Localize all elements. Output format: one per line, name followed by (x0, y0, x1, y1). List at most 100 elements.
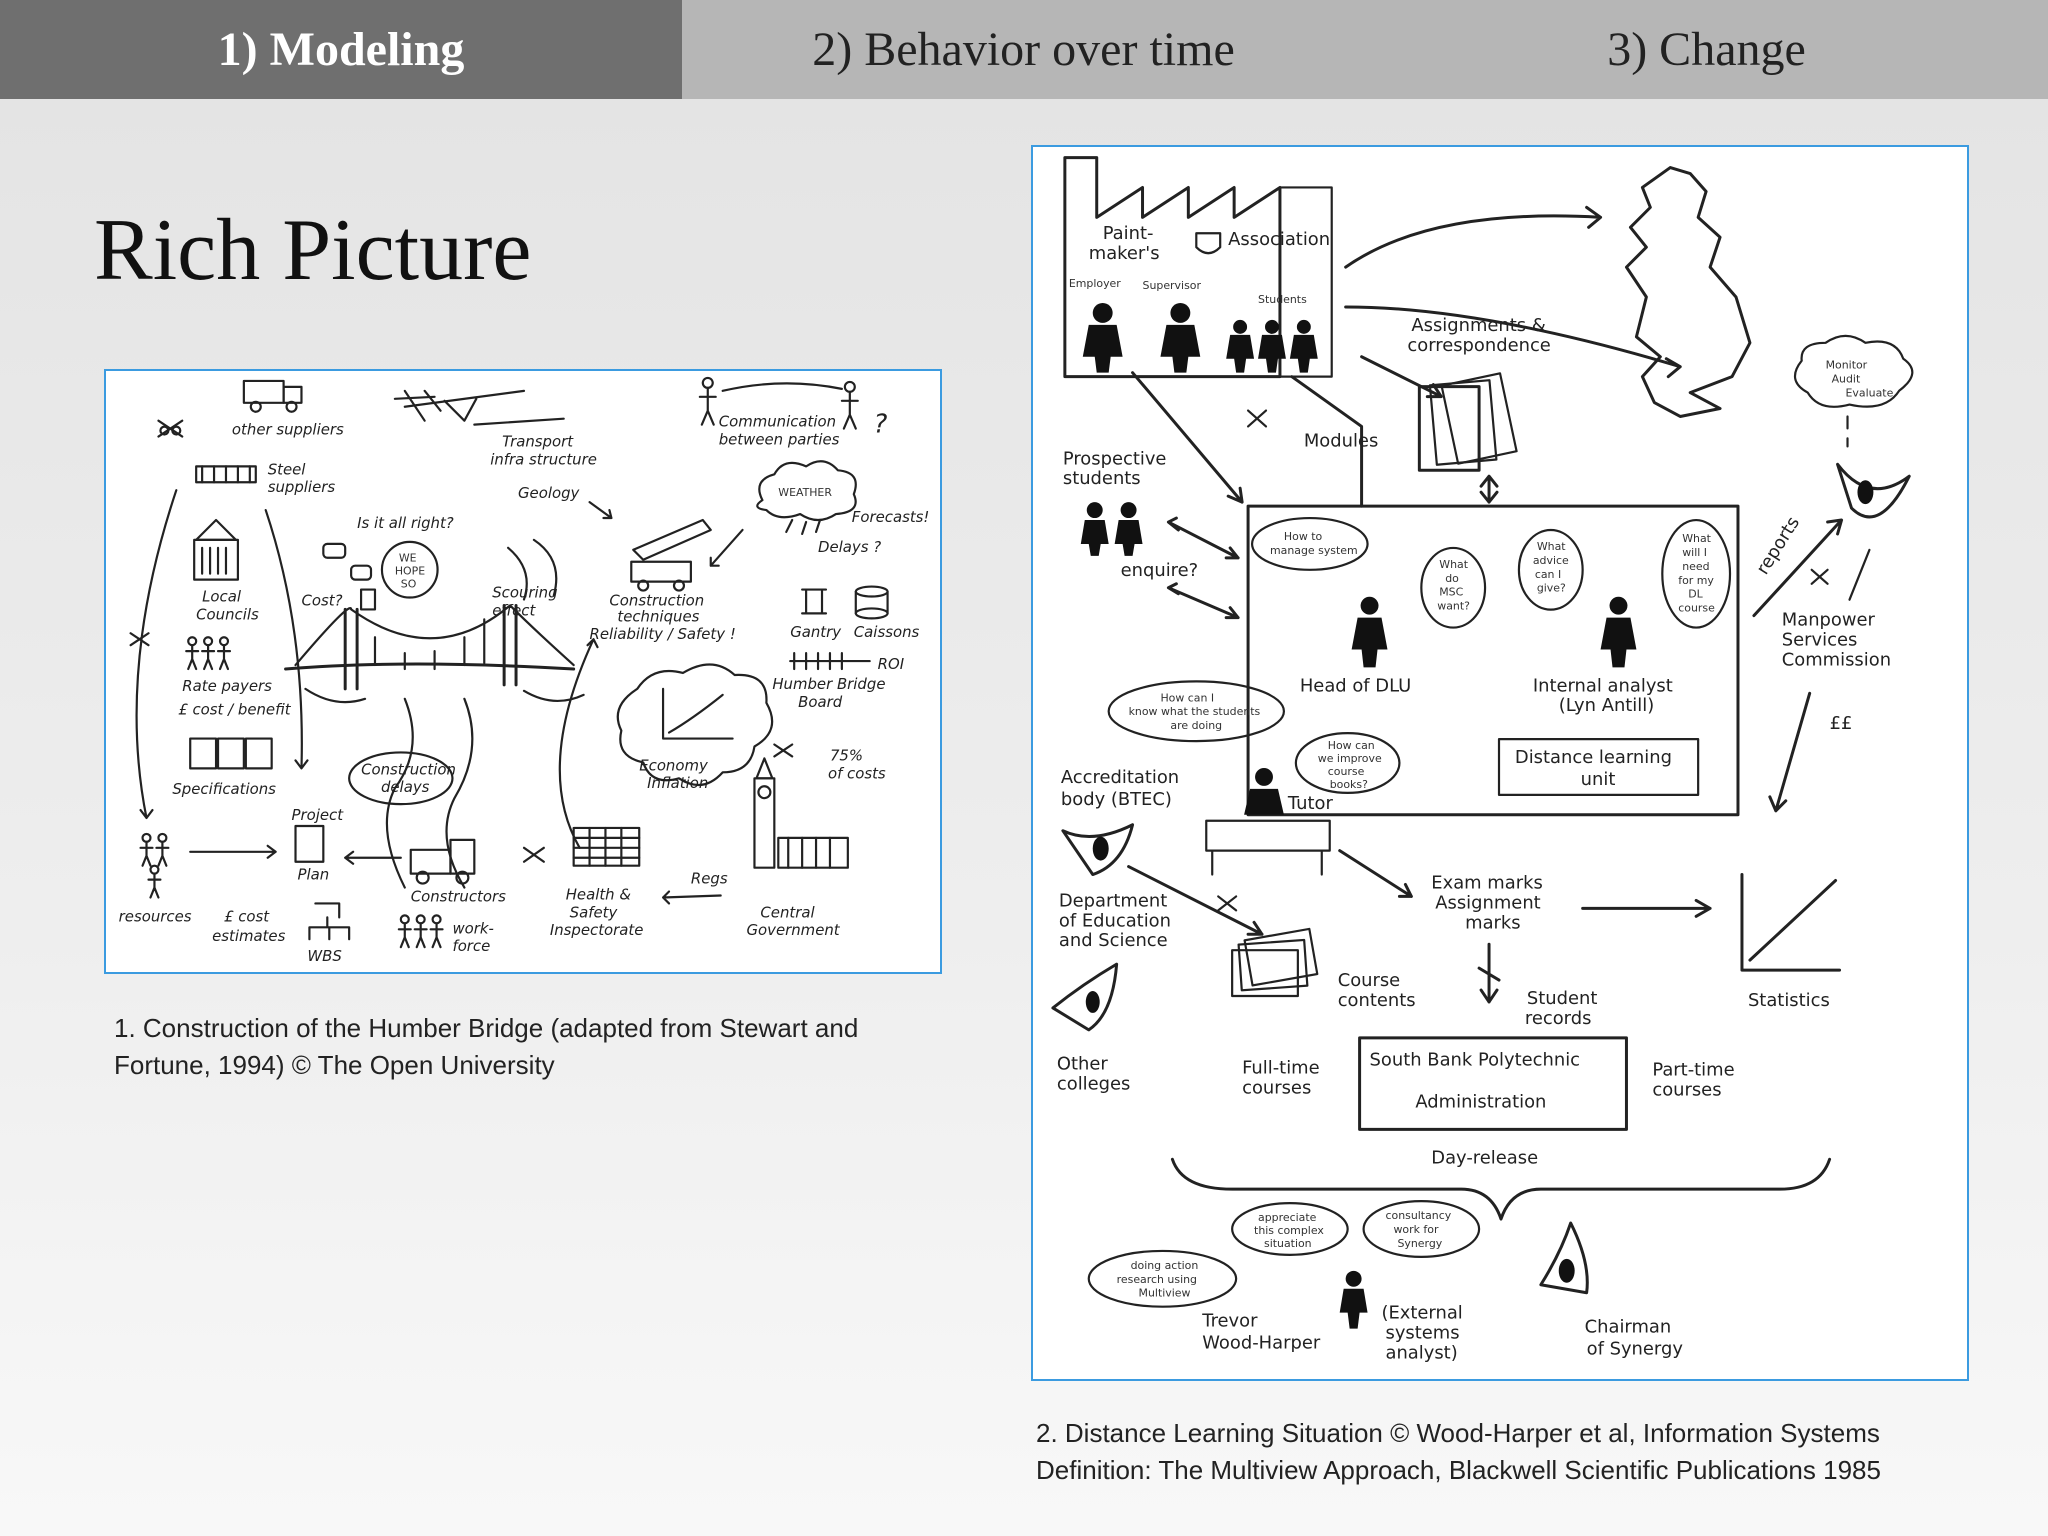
label-tutor: Tutor (1287, 793, 1334, 814)
label-other-suppliers: other suppliers (232, 421, 344, 439)
humber-bridge-drawing (284, 603, 585, 889)
svg-text:consultancy: consultancy (1385, 1209, 1451, 1222)
tutor-figure (1205, 767, 1331, 876)
resources-figures (139, 832, 170, 899)
caissons-icon (854, 585, 889, 620)
svg-text:this complex: this complex (1254, 1224, 1324, 1237)
arrow-line (1848, 548, 1871, 601)
label-students: students (1063, 468, 1141, 489)
label-analyst: analyst) (1385, 1342, 1457, 1363)
svg-text:MSC: MSC (1439, 586, 1463, 599)
label-cost-estimates-1: £ cost (224, 907, 270, 925)
arrow (709, 528, 744, 567)
label-statistics: Statistics (1748, 990, 1830, 1011)
label-of-costs: of costs (828, 764, 886, 782)
label-contents: contents (1338, 990, 1416, 1011)
course-contents-books-icon (1231, 927, 1319, 998)
south-bank-box (1358, 1036, 1628, 1131)
river-scouring-lines (507, 538, 558, 601)
tab-behavior-over-time[interactable]: 2) Behavior over time (682, 0, 1365, 99)
figure1-caption: 1. Construction of the Humber Bridge (ad… (114, 1013, 859, 1080)
label-internal-analyst: Internal analyst (1533, 675, 1673, 696)
label-forecasts: Forecasts! (852, 508, 930, 526)
scissors-icon-3 (1217, 895, 1238, 912)
svg-text:Synergy: Synergy (1397, 1237, 1442, 1250)
communicating-people-icon (698, 376, 859, 430)
label-unit: unit (1581, 769, 1616, 790)
label-resources: resources (119, 907, 192, 925)
label-part-time-courses: courses (1652, 1080, 1721, 1101)
svg-text:research using: research using (1117, 1273, 1197, 1286)
svg-text:for my: for my (1678, 574, 1714, 587)
label-of-synergy: of Synergy (1587, 1338, 1684, 1359)
svg-text:need: need (1682, 560, 1709, 573)
tab-modeling[interactable]: 1) Modeling (0, 0, 682, 99)
label-full-time-courses: courses (1242, 1078, 1311, 1099)
truck-icon (242, 379, 303, 413)
svg-text:delays: delays (381, 778, 430, 796)
constructors-vehicles-icon (409, 838, 476, 885)
label-infrastructure: infra structure (490, 450, 597, 468)
label-employer: Employer (1069, 277, 1121, 290)
label-records: records (1525, 1008, 1592, 1029)
svg-text:Construction: Construction (361, 760, 456, 778)
hse-building-icon (572, 826, 641, 867)
arrow-statistics (1581, 898, 1712, 918)
factory-people-figures (1082, 302, 1318, 373)
label-distance-learning: Distance learning (1515, 747, 1672, 768)
arrow-des (1127, 865, 1264, 936)
svg-text:manage system: manage system (1270, 544, 1358, 557)
eye-icon-synergy (1539, 1221, 1589, 1295)
label-department: Department (1059, 890, 1167, 911)
scissors-icon (157, 419, 184, 438)
svg-text:advice: advice (1533, 554, 1569, 567)
svg-text:How can I: How can I (1160, 691, 1214, 704)
label-board: Board (798, 693, 843, 711)
label-of-education: of Education (1059, 910, 1171, 931)
label-chairman: Chairman (1585, 1317, 1672, 1338)
arrow-up-right (558, 638, 599, 849)
label-scouring: Scouring (492, 583, 557, 601)
label-safety: Safety (570, 903, 618, 921)
tab-change[interactable]: 3) Change (1365, 0, 2048, 99)
label-effect: effect (492, 601, 536, 619)
svg-text:What: What (1537, 540, 1566, 553)
steel-beams-icon (195, 465, 257, 484)
svg-text:Monitor: Monitor (1826, 359, 1868, 372)
scissors-icon-2 (1810, 568, 1829, 585)
svg-text:Multiview: Multiview (1139, 1287, 1191, 1300)
arrow-docs (1360, 355, 1443, 399)
label-marks: marks (1465, 912, 1520, 933)
label-work: work- (452, 919, 493, 937)
label-construction: Construction (609, 591, 704, 609)
svg-text:SO: SO (401, 578, 417, 591)
label-between-parties: between parties (719, 431, 840, 449)
rate-payers-figures (185, 636, 232, 671)
svg-text:HOPE: HOPE (395, 565, 425, 578)
economy-inflation-bubble: Economy Inflation (616, 663, 774, 792)
eye-icon-des (1061, 823, 1135, 877)
svg-text:doing action: doing action (1131, 1259, 1199, 1272)
label-trevor: Trevor (1201, 1311, 1258, 1332)
svg-text:give?: give? (1537, 582, 1566, 595)
label-geology: Geology (518, 484, 580, 502)
label-local: Local (202, 587, 242, 605)
thought-what-msc: What do MSC want? (1420, 546, 1487, 629)
work-force-figures (397, 914, 444, 949)
label-systems: systems (1385, 1323, 1459, 1344)
label-central: Central (760, 903, 815, 921)
internal-analyst-figure (1600, 596, 1637, 668)
arrow-constructors (344, 850, 402, 865)
svg-text:course: course (1678, 602, 1715, 615)
label-association: Association (1228, 229, 1330, 250)
uk-map (1624, 166, 1752, 418)
svg-text:do: do (1445, 572, 1459, 585)
svg-text:How can: How can (1328, 739, 1375, 752)
thought-what-advice: What advice can I give? (1517, 528, 1584, 611)
arrow-enquire-2 (1166, 582, 1240, 620)
label-caissons: Caissons (854, 623, 920, 641)
label-colleges: colleges (1057, 1074, 1130, 1095)
svg-text:we improve: we improve (1318, 752, 1382, 765)
arrow-regs (661, 890, 722, 905)
label-paint: Paint- (1103, 223, 1154, 244)
